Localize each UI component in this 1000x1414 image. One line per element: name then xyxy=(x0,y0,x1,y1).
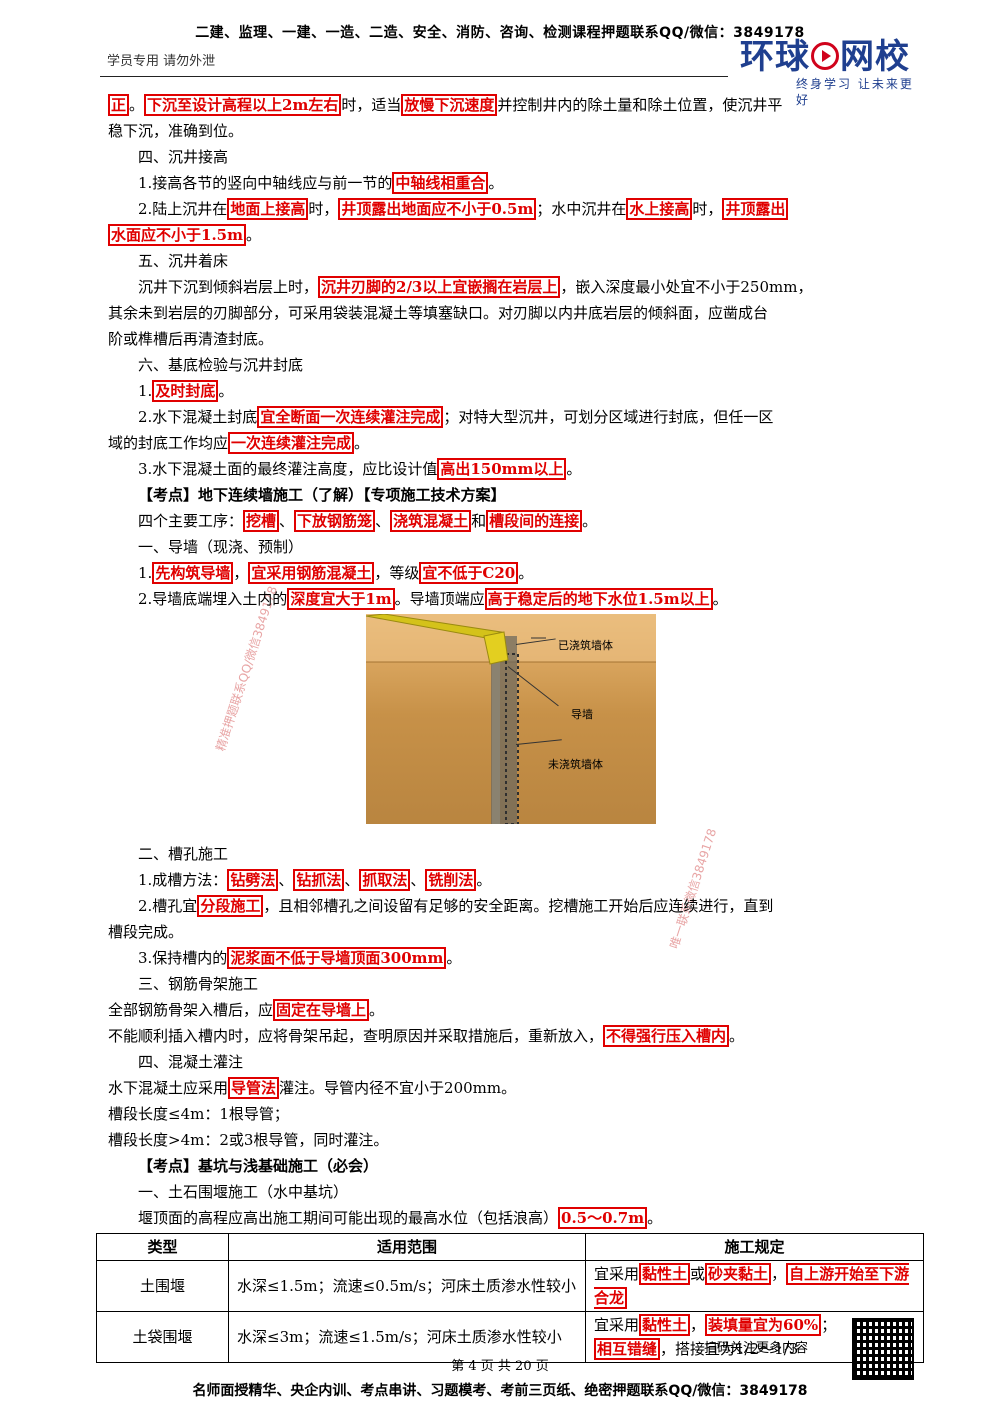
paragraph-line: 槽段长度>4m：2或3根导管，同时灌注。 xyxy=(108,1131,389,1149)
paragraph-line: 阶或榫槽后再清渣封底。 xyxy=(108,330,274,348)
table-header-row: 类型 适用范围 施工规定 xyxy=(96,1233,924,1261)
paragraph-line: 2.槽孔宜分段施工，且相邻槽孔之间设留有足够的安全距离。挖槽施工开始后应连续进行… xyxy=(138,895,774,917)
paragraph-line: 1.及时封底。 xyxy=(138,380,234,402)
key-point-heading: 【考点】地下连续墙施工（了解）【专项施工技术方案】 xyxy=(138,486,506,504)
table-header-cell: 适用范围 xyxy=(228,1233,586,1261)
label-guide-wall: 导墙 xyxy=(571,708,593,721)
confidential-note: 学员专用 请勿外泄 xyxy=(107,54,216,69)
paragraph-line: 水下混凝土应采用导管法灌注。导管内径不宜小于200mm。 xyxy=(108,1077,517,1099)
paragraph-line: 2.导墙底端埋入土内的深度宜大于1m。导墙顶端应高于稳定后的地下水位1.5m以上… xyxy=(138,588,728,610)
paragraph-line: 堰顶面的高程应高出施工期间可能出现的最高水位（包括浪高）0.5～0.7m。 xyxy=(138,1207,663,1229)
logo-slogan: 终身学习 让未来更好 xyxy=(796,77,914,107)
logo-text-b: 网校 xyxy=(840,37,910,77)
key-point-heading: 【考点】基坑与浅基础施工（必会） xyxy=(138,1157,379,1175)
brand-logo: 环球网校 终身学习 让未来更好 xyxy=(740,37,920,107)
paragraph-line: 2.水下混凝土封底宜全断面一次连续灌注完成；对特大型沉井，可划分区域进行封底，但… xyxy=(138,406,774,428)
page-number: 第 4 页 共 20 页 xyxy=(451,1359,549,1374)
table-row: 土围堰 水深≤1.5m；流速≤0.5m/s；河床土质渗水性较小 宜采用黏性土或砂… xyxy=(96,1260,924,1312)
section-heading: 五、沉井着床 xyxy=(138,252,229,270)
table-cell: 宜采用黏性土或砂夹黏土，自上游开始至下游合龙 xyxy=(585,1260,924,1312)
section-heading: 四、沉井接高 xyxy=(138,148,229,166)
section-heading: 三、钢筋骨架施工 xyxy=(138,975,259,993)
paragraph-line: 3.保持槽内的泥浆面不低于导墙顶面300mm。 xyxy=(138,947,462,969)
figure-drawing xyxy=(366,614,656,824)
bottom-banner: 名师面授精华、央企内训、考点串讲、习题模考、考前三页纸、绝密押题联系QQ/微信：… xyxy=(192,1383,808,1399)
paragraph-line: 3.水下混凝土面的最终灌注高度，应比设计值高出150mm以上。 xyxy=(138,458,582,480)
paragraph-line: 不能顺利插入槽内时，应将骨架吊起，查明原因并采取措施后，重新放入，不得强行压入槽… xyxy=(108,1025,745,1047)
table-header-cell: 类型 xyxy=(96,1233,229,1261)
table-cell: 土围堰 xyxy=(96,1260,229,1312)
table-cell: 土袋围堰 xyxy=(96,1311,229,1363)
label-unpoured-wall: 未浇筑墙体 xyxy=(548,758,603,771)
paragraph-line: 其余未到岩层的刃脚部分，可采用袋装混凝土等填塞缺口。对刃脚以内井底岩层的倾斜面，… xyxy=(108,304,769,322)
table-cell: 水深≤3m；流速≤1.5m/s；河床土质渗水性较小 xyxy=(228,1311,586,1363)
section-heading: 四、混凝土灌注 xyxy=(138,1053,244,1071)
paragraph-line: 水面应不小于1.5m。 xyxy=(108,222,918,248)
section-heading: 一、土石围堰施工（水中基坑） xyxy=(138,1183,349,1201)
qr-tip: 扫码关注更多内容 xyxy=(704,1341,809,1356)
paragraph-line: 正。下沉至设计高程以上2m左右时，适当放慢下沉速度并控制井内的除土量和除土位置，… xyxy=(108,92,918,118)
paragraph-line: 稳下沉，准确到位。 xyxy=(108,122,244,140)
table-cell: 水深≤1.5m；流速≤0.5m/s；河床土质渗水性较小 xyxy=(228,1260,586,1312)
header-rule xyxy=(100,76,728,77)
section-heading: 二、槽孔施工 xyxy=(138,845,229,863)
section-heading: 六、基底检验与沉井封底 xyxy=(138,356,304,374)
play-icon xyxy=(811,42,839,70)
paragraph-line: 全部钢筋骨架入槽后，应固定在导墙上。 xyxy=(108,999,385,1021)
paragraph-line: 沉井下沉到倾斜岩层上时，沉井刃脚的2/3以上宜嵌搁在岩层上，嵌入深度最小处宜不小… xyxy=(138,276,813,298)
paragraph-line: 2.陆上沉井在地面上接高时，井顶露出地面应不小于0.5m；水中沉井在水上接高时，… xyxy=(108,196,918,222)
paragraph-line: 1.先构筑导墙，宜采用钢筋混凝土，等级宜不低于C20。 xyxy=(138,562,534,584)
figure-container: 已浇筑墙体 导墙 未浇筑墙体 xyxy=(108,614,918,841)
paragraph-line: 1.成槽方法：钻劈法、钻抓法、抓取法、铣削法。 xyxy=(138,869,492,891)
paragraph-line: 1.接高各节的竖向中轴线应与前一节的中轴线相重合。 xyxy=(138,172,504,194)
label-poured-wall: 已浇筑墙体 xyxy=(558,639,613,652)
table-header-cell: 施工规定 xyxy=(585,1233,924,1261)
paragraph-line: 域的封底工作均应一次连续灌注完成。 xyxy=(108,432,370,454)
paragraph-line: 槽段长度≤4m：1根导管； xyxy=(108,1105,289,1123)
paragraph-line: 四个主要工序：挖槽、下放钢筋笼、浇筑混凝土和槽段间的连接。 xyxy=(138,510,598,532)
diaphragm-wall-figure: 已浇筑墙体 导墙 未浇筑墙体 xyxy=(366,614,656,824)
qr-code-icon[interactable] xyxy=(852,1318,914,1380)
logo-text-a: 环球 xyxy=(740,37,810,77)
paragraph-line: 槽段完成。 xyxy=(108,923,184,941)
table-row: 土袋围堰 水深≤3m；流速≤1.5m/s；河床土质渗水性较小 宜采用黏性土，装填… xyxy=(96,1311,924,1363)
top-banner: 二建、监理、一建、一造、二造、安全、消防、咨询、检测课程押题联系QQ/微信：38… xyxy=(195,25,805,41)
main-content: 正。下沉至设计高程以上2m左右时，适当放慢下沉速度并控制井内的除土量和除土位置，… xyxy=(96,92,924,1363)
cofferdam-table: 类型 适用范围 施工规定 土围堰 水深≤1.5m；流速≤0.5m/s；河床土质渗… xyxy=(96,1233,924,1363)
section-heading: 一、导墙（现浇、预制） xyxy=(138,538,304,556)
